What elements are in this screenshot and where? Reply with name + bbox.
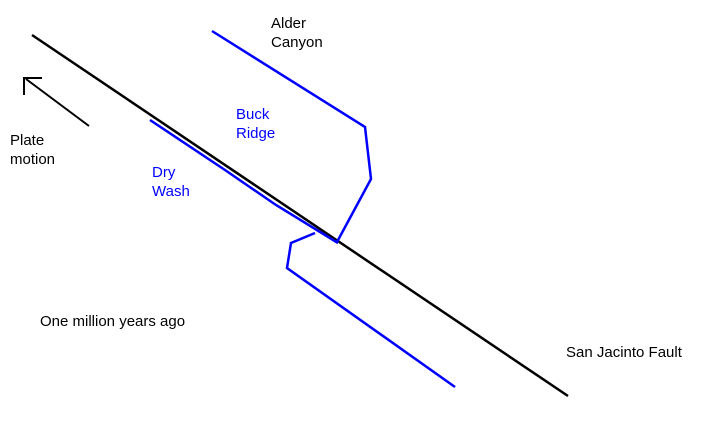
buck-ridge-stream [211,29,373,243]
dry-wash-stream [149,118,339,245]
alder-canyon-label: Alder Canyon [271,14,323,52]
offset-stream-lower [285,231,456,389]
plate-motion-arrow-icon [23,77,90,127]
buck-ridge-label: Buck Ridge [236,105,275,143]
time-label: One million years ago [40,313,186,330]
alder-canyon-label-line1: Alder [271,15,307,32]
plate-motion-label: Plate motion [10,131,55,169]
fault-label: San Jacinto Fault [566,344,682,361]
alder-canyon-label-line2: Canyon [271,34,323,51]
plate-motion-label-line1: Plate [10,132,45,149]
buck-ridge-label-line2: Ridge [236,125,276,142]
dry-wash-label-line2: Wash [152,183,190,200]
buck-ridge-label-line1: Buck [236,106,270,123]
dry-wash-label: Dry Wash [152,163,190,201]
san-jacinto-fault-line [31,33,569,398]
dry-wash-label-line1: Dry [152,164,176,181]
plate-motion-label-line2: motion [10,151,56,168]
